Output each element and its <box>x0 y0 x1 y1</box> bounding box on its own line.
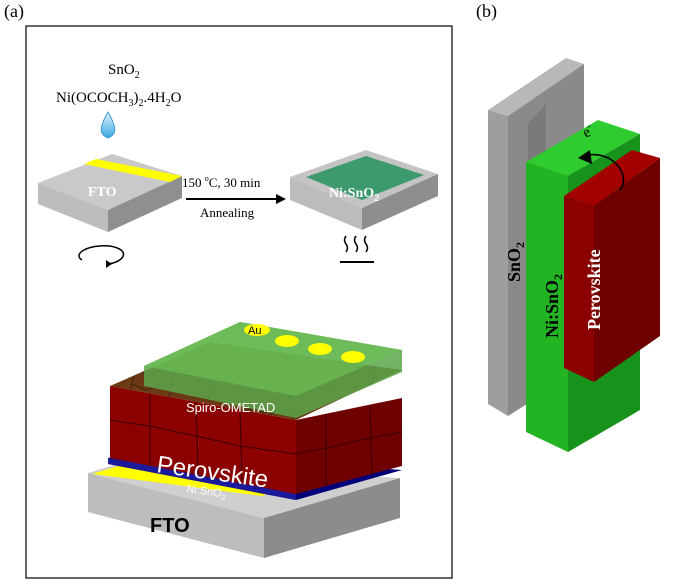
fto-substrate-left <box>38 154 182 232</box>
au-electrode-1 <box>244 324 270 336</box>
panel-b-label: (b) <box>476 1 497 22</box>
perovskite-side <box>296 398 402 494</box>
spin-arrow-icon <box>78 245 125 265</box>
ni-sno2-label-device: Ni:SnO2 <box>185 483 227 502</box>
precursor-nickel-acetate: Ni(OCOCH3)2.4H2O <box>56 90 182 109</box>
anneal-step: Annealing <box>200 205 255 220</box>
process-arrowhead-icon <box>276 194 286 204</box>
ni-sno2-label-coated: Ni:SnO2 <box>329 186 379 204</box>
fto-label-device: FTO <box>150 515 190 537</box>
heat-icon <box>340 235 374 263</box>
electron-transfer-arrow <box>583 153 625 191</box>
au-electrode-2 <box>275 335 299 347</box>
fto-glass-side <box>264 478 400 558</box>
sno2-label-b: SnO2 <box>504 242 527 282</box>
spin-arrowhead-icon <box>106 260 112 268</box>
au-top-surface <box>144 322 402 396</box>
ni-sno2-layer-front <box>108 458 296 500</box>
perovskite-label-b: Perovskite <box>584 249 604 330</box>
au-electrode-3 <box>308 343 332 355</box>
perovskite-grain-boundaries <box>109 394 403 486</box>
au-electrode-4 <box>341 351 365 363</box>
perovskite-front <box>110 386 296 494</box>
panel-a-label: (a) <box>4 1 24 22</box>
perovskite-block <box>564 150 660 382</box>
precursor-sno2: SnO2 <box>108 62 140 81</box>
au-label: Au <box>248 325 261 337</box>
droplet-icon <box>100 111 116 139</box>
electron-arrowhead-icon <box>578 150 592 164</box>
ni-sno2-coated-substrate <box>290 150 438 230</box>
fto-label-left: FTO <box>88 185 117 200</box>
fto-glass-front <box>88 473 264 558</box>
device-stack <box>88 322 403 558</box>
anneal-temperature: 150 oC, 30 min <box>182 174 261 190</box>
ni-sno2-label-b: Ni:SnO2 <box>542 274 565 338</box>
spiro-ometad-label: Spiro-OMETAD <box>186 400 275 415</box>
